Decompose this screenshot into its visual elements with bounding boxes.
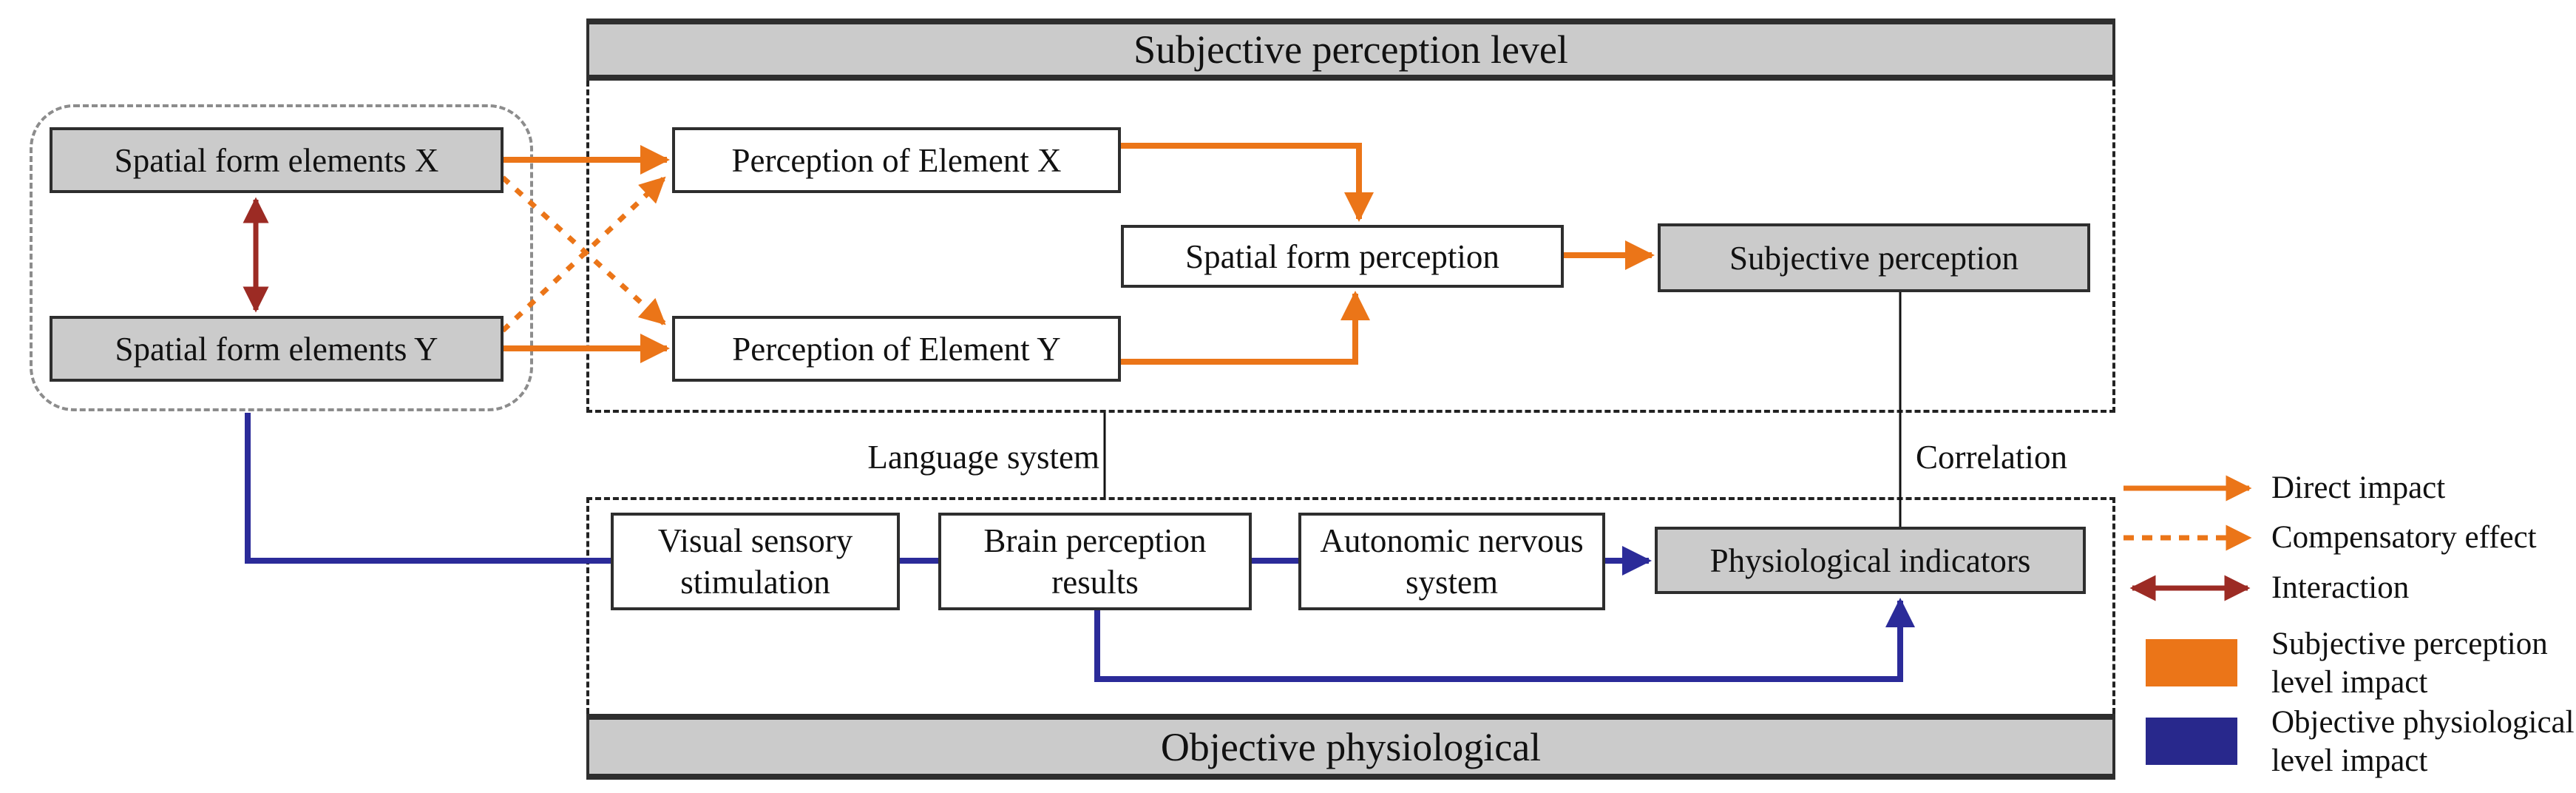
node-label: Spatial form elements Y	[115, 330, 438, 368]
label-text: Subjective perception	[2271, 627, 2548, 661]
correlation-label: Correlation	[1916, 438, 2067, 476]
node-brain-perception-results: Brain perception results	[938, 513, 1252, 610]
node-visual-sensory-stimulation: Visual sensory stimulation	[611, 513, 900, 610]
node-spatial-form-perception: Spatial form perception	[1121, 225, 1564, 288]
label-text: Direct impact	[2271, 470, 2446, 505]
spatial-elements-group	[30, 104, 533, 411]
node-label: Physiological indicators	[1709, 541, 2031, 579]
legend-subjective-impact-swatch	[2146, 639, 2237, 686]
label-text: Language system	[867, 439, 1099, 476]
node-label: Perception of Element Y	[732, 330, 1061, 368]
node-label: Brain perception	[983, 522, 1207, 559]
objective-level-header: Objective physiological	[586, 714, 2115, 780]
objective-level-region	[586, 497, 2115, 714]
node-autonomic-nervous-system: Autonomic nervous system	[1298, 513, 1605, 610]
label-text: Correlation	[1916, 439, 2067, 476]
node-label: Spatial form perception	[1185, 237, 1499, 275]
legend-objective-impact-label: Objective physiological level impact	[2271, 703, 2575, 780]
label-text: Compensatory effect	[2271, 520, 2537, 555]
subjective-level-header: Subjective perception level	[586, 18, 2115, 81]
language-system-label: Language system	[835, 438, 1099, 476]
label-text: Objective physiological	[2271, 705, 2575, 740]
legend-interaction-label: Interaction	[2271, 569, 2409, 607]
node-label: system	[1405, 564, 1498, 601]
node-perception-element-y: Perception of Element Y	[672, 316, 1121, 382]
node-label: results	[1051, 564, 1139, 601]
legend-compensatory-label: Compensatory effect	[2271, 519, 2537, 557]
arrow-brain-to-physiological-bypass	[1094, 598, 1915, 682]
node-label: Visual sensory	[657, 522, 853, 559]
arrow-perceptiony-to-spatialformperception	[1121, 291, 1370, 365]
label-text: Interaction	[2271, 570, 2410, 605]
legend-direct-impact-label: Direct impact	[2271, 469, 2445, 507]
node-perception-element-x: Perception of Element X	[672, 127, 1121, 193]
arrow-perceptionx-to-spatialformperception	[1121, 143, 1374, 222]
arrow-elementx-to-perceptiony-compensatory	[501, 175, 666, 325]
node-physiological-indicators: Physiological indicators	[1655, 527, 2086, 594]
node-spatial-form-elements-x: Spatial form elements X	[50, 127, 504, 193]
legend-subjective-impact-label: Subjective perception level impact	[2271, 625, 2548, 702]
subjective-level-region	[586, 81, 2115, 413]
line-group-to-visualsensory	[245, 413, 611, 564]
node-label: Autonomic nervous	[1320, 522, 1584, 559]
label-text: level impact	[2271, 665, 2428, 700]
node-label: Spatial form elements X	[114, 141, 439, 179]
objective-level-title: Objective physiological	[1160, 724, 1542, 769]
subjective-level-title: Subjective perception level	[1133, 27, 1568, 72]
node-label: stimulation	[680, 564, 830, 601]
legend-objective-impact-swatch	[2146, 718, 2237, 765]
node-spatial-form-elements-y: Spatial form elements Y	[50, 316, 504, 382]
arrow-elementy-to-perceptionx-compensatory	[501, 176, 666, 333]
node-label: Subjective perception	[1729, 239, 2019, 277]
node-label: Perception of Element X	[731, 141, 1062, 179]
label-text: level impact	[2271, 743, 2428, 778]
node-subjective-perception: Subjective perception	[1658, 223, 2090, 292]
